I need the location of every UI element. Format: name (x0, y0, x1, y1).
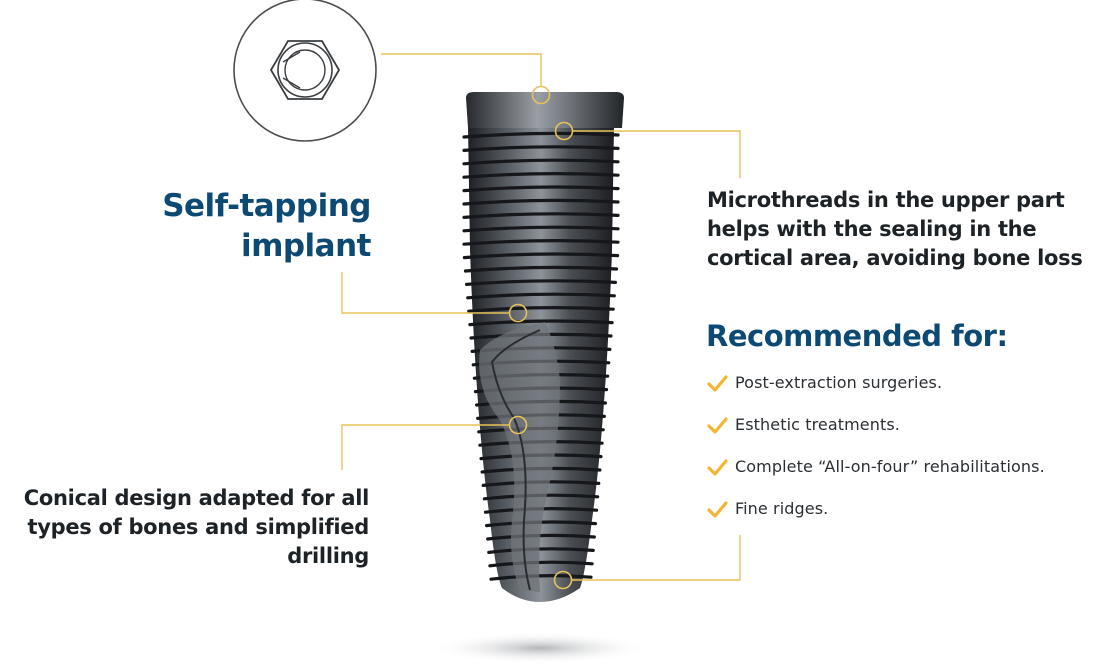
microthreads-line2: helps with the sealing in the (707, 217, 1037, 241)
conical-line3: drilling (287, 544, 369, 568)
recommended-title: Recommended for: (706, 319, 1008, 353)
thread-ridge (462, 198, 620, 206)
microthreads-line1: Microthreads in the upper part (707, 188, 1065, 212)
self-tapping-line2: implant (240, 228, 372, 264)
thread-ridge (462, 131, 620, 139)
implant-shadow (430, 632, 650, 664)
thread-ridge (462, 172, 620, 179)
self-tapping-line1: Self-tapping (162, 188, 371, 224)
list-item: Fine ridges. (706, 498, 1045, 540)
thread-ridge (467, 306, 615, 313)
thread-ridge (489, 574, 593, 581)
recommended-item-text: Esthetic treatments. (735, 415, 900, 434)
thread-ridge (466, 292, 616, 300)
thread-ridge (462, 252, 620, 260)
thread-ridge (488, 560, 594, 568)
thread-ridge (487, 547, 595, 554)
thread-ridge (468, 319, 614, 327)
microthreads-line3: cortical area, avoiding bone loss (707, 246, 1083, 270)
conical-design-label: Conical design adapted for all types of … (23, 484, 370, 571)
thread-ridge (465, 279, 617, 286)
check-icon (707, 501, 728, 518)
recommended-item-text: Post-extraction surgeries. (735, 373, 943, 392)
thread-ridge (462, 145, 620, 152)
thread-ridge (462, 158, 620, 166)
check-icon (707, 417, 728, 434)
thread-ridge (462, 212, 620, 219)
implant-body (462, 92, 624, 602)
conical-line1: Conical design adapted for all (23, 486, 370, 510)
microthreads-label: Microthreads in the upper part helps wit… (707, 186, 1083, 273)
recommended-item-text: Complete “All-on-four” rehabilitations. (735, 457, 1045, 476)
recommended-item-text: Fine ridges. (735, 499, 829, 518)
hex-connection-icon (233, 0, 377, 142)
thread-ridge (462, 185, 620, 193)
list-item: Post-extraction surgeries. (706, 372, 1045, 414)
thread-ridge (486, 533, 596, 541)
list-item: Esthetic treatments. (706, 414, 1045, 456)
callout-lines (341, 53, 741, 581)
self-tapping-label: Self-tapping implant (162, 186, 371, 266)
check-icon (707, 375, 728, 392)
check-icon (707, 459, 728, 476)
callout-markers (508, 85, 574, 590)
thread-ridge (462, 239, 620, 246)
thread-ridge (463, 265, 619, 273)
list-item: Complete “All-on-four” rehabilitations. (706, 456, 1045, 498)
thread-ridge (462, 225, 620, 233)
conical-line2: types of bones and simplified (27, 515, 369, 539)
recommended-list: Post-extraction surgeries. Esthetic trea… (706, 372, 1045, 540)
